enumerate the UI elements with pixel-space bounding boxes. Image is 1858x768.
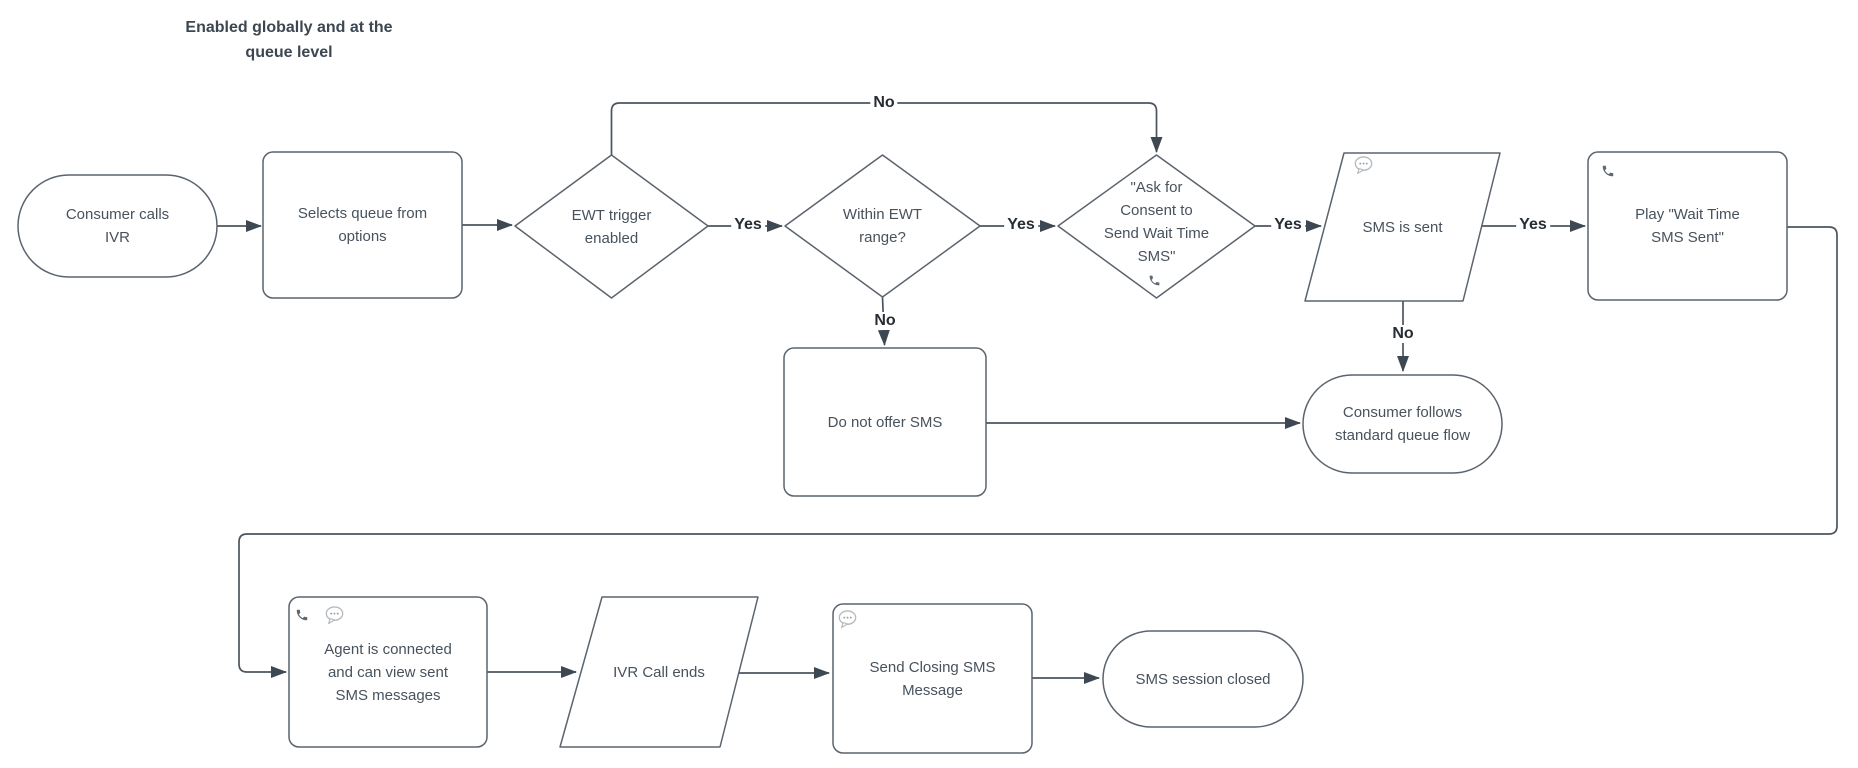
edge-label-ewt-no: No: [870, 94, 898, 112]
edge-label-within-yes: Yes: [1004, 216, 1038, 234]
node-ewt-trigger-shape: [514, 154, 709, 299]
node-sms-sent-shape: [1304, 152, 1501, 302]
node-within-ewt-shape: [784, 154, 981, 298]
node-ask-consent-shape: [1057, 154, 1256, 299]
node-send-closing-sms-shape: [832, 603, 1033, 754]
node-play-wait-time-shape: [1587, 151, 1788, 301]
node-agent-connected-shape: [288, 596, 488, 748]
node-selects-queue-shape: [262, 151, 463, 299]
node-consumer-calls-ivr-shape: [17, 174, 218, 278]
edge-label-consent-yes: Yes: [1271, 216, 1305, 234]
edge-play-to-agent: [238, 226, 1838, 678]
diagram-title: Enabled globally and at the queue level: [185, 19, 393, 61]
node-standard-queue-flow-shape: [1302, 374, 1503, 474]
node-do-not-offer-shape: [783, 347, 987, 497]
node-sms-session-closed-shape: [1102, 630, 1304, 728]
edge-label-within-no: No: [871, 312, 899, 330]
edge-label-sms-no: No: [1389, 325, 1417, 343]
edge-label-sms-yes: Yes: [1516, 216, 1550, 234]
node-ivr-call-ends-shape: [559, 596, 759, 748]
edge-label-ewt-yes: Yes: [731, 216, 765, 234]
